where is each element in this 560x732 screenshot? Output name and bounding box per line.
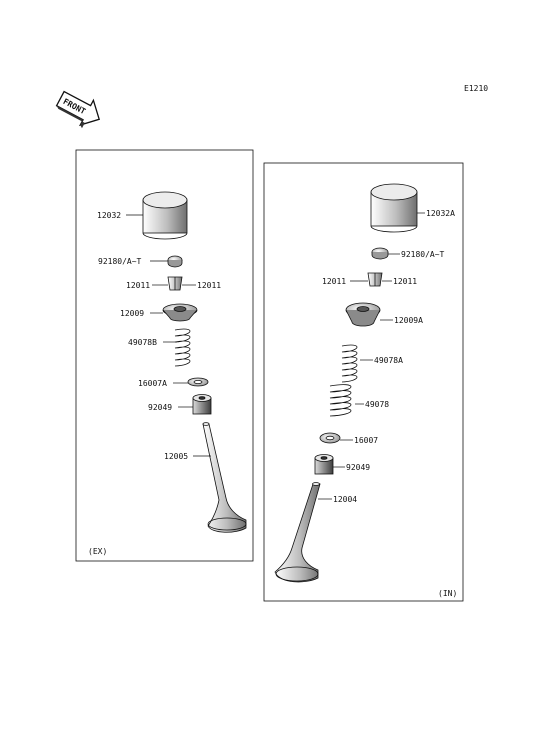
ex-valve-lifter — [142, 191, 188, 240]
ex-spring-retainer — [162, 303, 198, 322]
in-shim — [371, 247, 389, 260]
ex-stem-seal — [192, 394, 212, 415]
ex-lifter-label: 12032 — [97, 211, 121, 220]
in-valve-lifter — [370, 183, 418, 233]
in-lifter-label: 12032A — [426, 209, 455, 218]
in-outer-spring-label: 49078 — [365, 400, 389, 409]
exhaust-panel: (EX) 12032 92180/A~T 12011 12011 — [75, 149, 254, 562]
intake-tag: (IN) — [438, 589, 457, 598]
ex-spring-seat — [187, 377, 209, 387]
ex-spring-label: 49078B — [128, 338, 157, 347]
in-valve-keepers — [367, 272, 383, 287]
in-shim-label: 92180/A~T — [401, 250, 445, 259]
exhaust-panel-frame — [75, 149, 254, 562]
intake-panel: (IN) 12032A 92180/A~T 12011 12011 — [263, 162, 464, 602]
in-valve-label: 12004 — [333, 495, 357, 504]
ex-retainer-label: 12009 — [120, 309, 144, 318]
ex-stem-seal-label: 92049 — [148, 403, 172, 412]
ex-keeper-left-label: 12011 — [126, 281, 150, 290]
in-retainer-label: 12009A — [394, 316, 423, 325]
ex-shim-label: 92180/A~T — [98, 257, 142, 266]
ex-valve-keepers — [167, 276, 183, 291]
in-spring-retainer — [345, 302, 381, 327]
exhaust-tag: (EX) — [88, 547, 107, 556]
ex-valve-label: 12005 — [164, 452, 188, 461]
in-spring-seat — [319, 432, 341, 444]
ex-keeper-right-label: 12011 — [197, 281, 221, 290]
in-keeper-right-label: 12011 — [393, 277, 417, 286]
in-keeper-left-label: 12011 — [322, 277, 346, 286]
in-outer-spring — [329, 384, 352, 417]
ex-valve — [202, 422, 247, 533]
ex-valve-spring — [174, 328, 191, 367]
intake-panel-frame — [263, 162, 464, 602]
ex-shim — [167, 255, 183, 268]
in-valve — [274, 482, 321, 583]
in-inner-spring-label: 49078A — [374, 356, 403, 365]
page-code: E1210 — [464, 84, 488, 93]
in-inner-spring — [341, 344, 358, 383]
in-spring-seat-label: 16007 — [354, 436, 378, 445]
front-direction-badge: FRONT — [55, 90, 101, 129]
in-stem-seal — [314, 454, 334, 475]
ex-spring-seat-label: 16007A — [138, 379, 167, 388]
in-stem-seal-label: 92049 — [346, 463, 370, 472]
